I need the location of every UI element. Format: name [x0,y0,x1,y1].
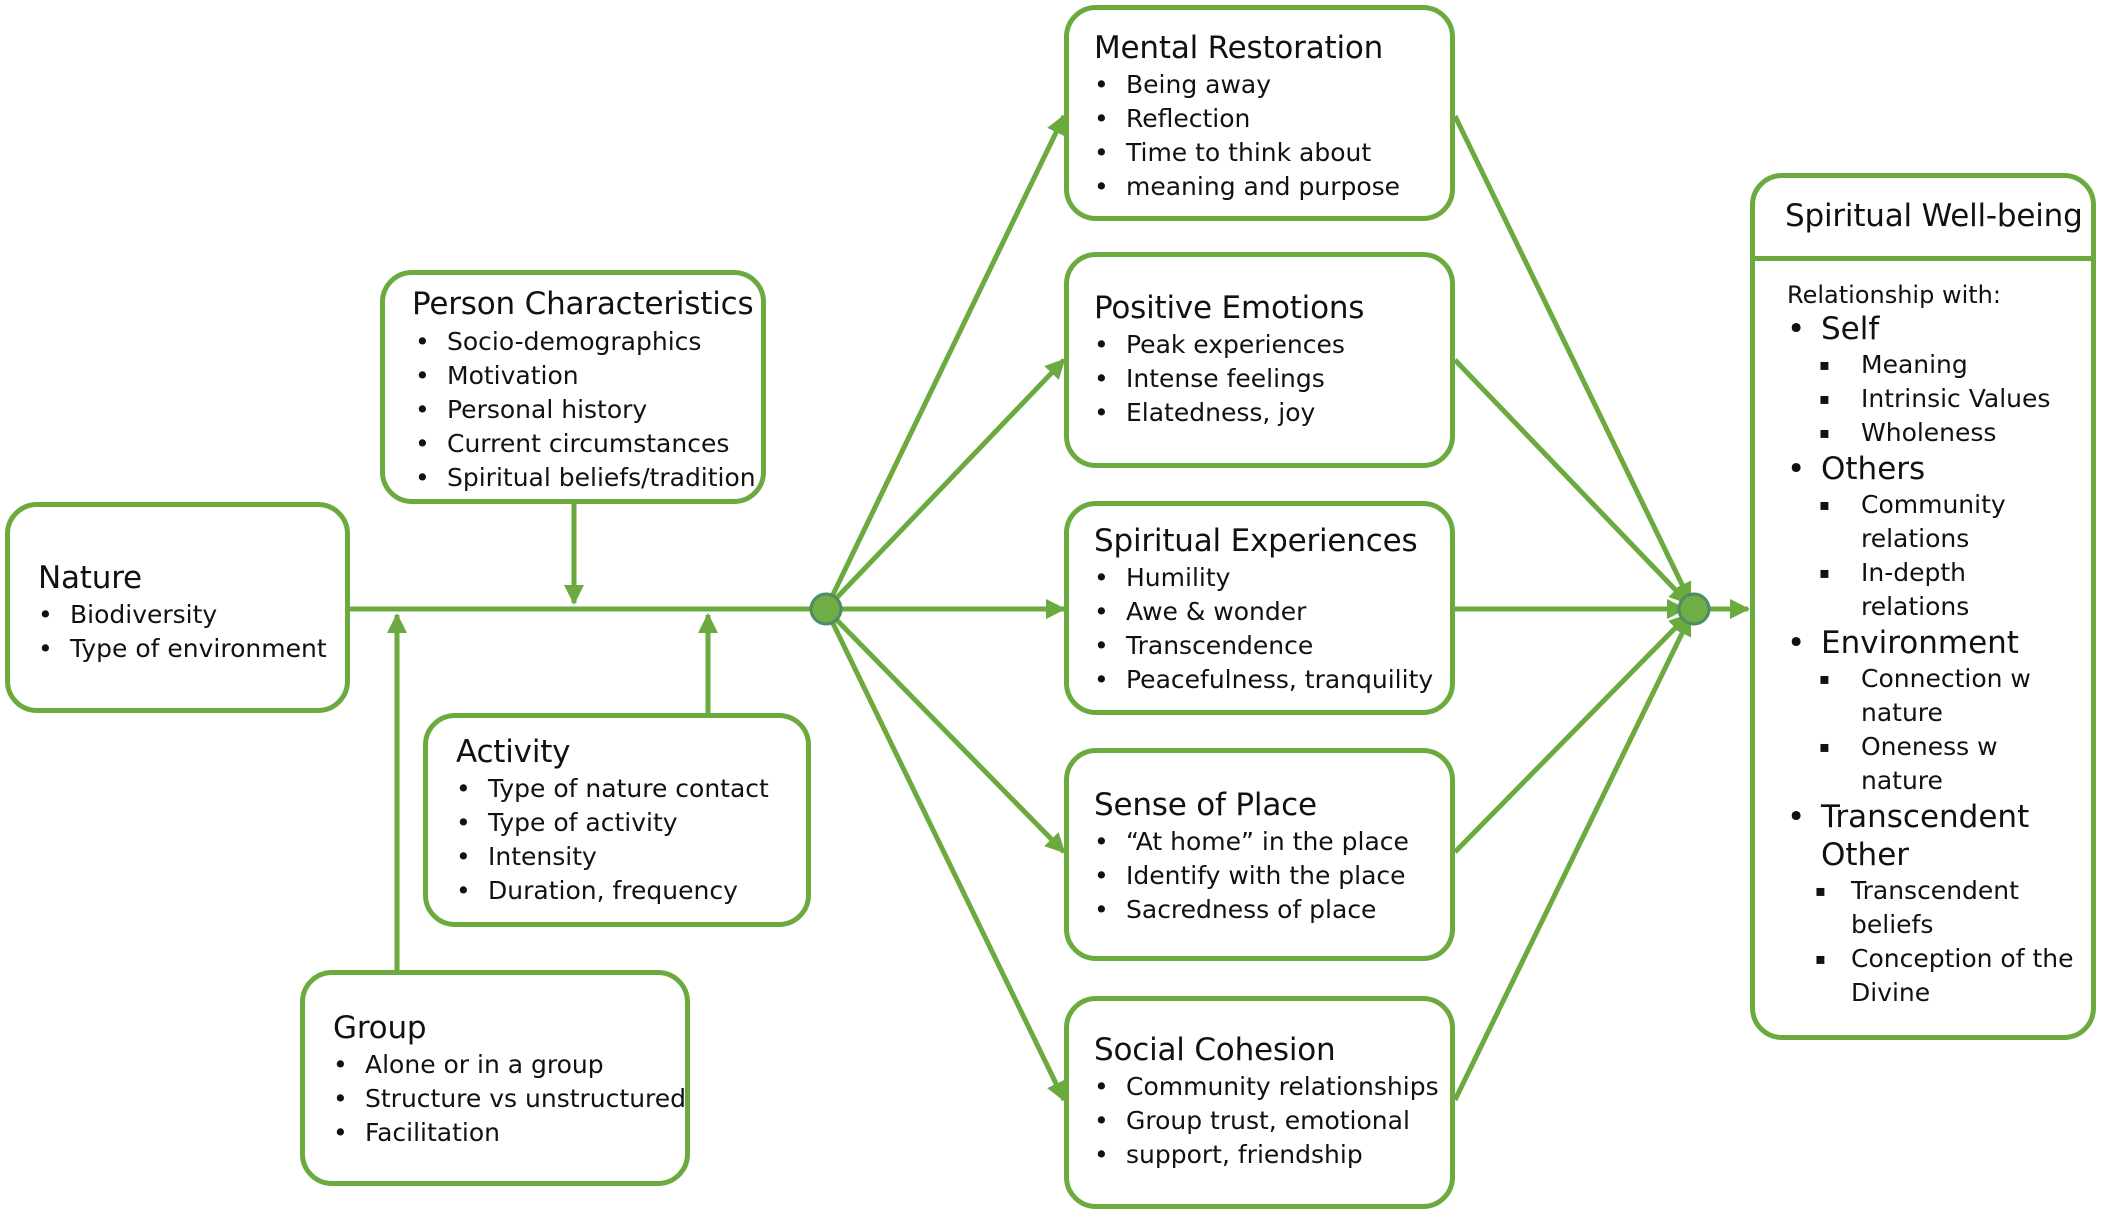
list-item: Reflection [1094,102,1400,136]
swb-categories: Self Meaning Intrinsic Values Wholeness … [1787,310,2074,1010]
social-cohesion-box: Social Cohesion Community relationships … [1064,996,1455,1209]
list-item: Peacefulness, tranquility [1094,663,1433,697]
list-item: Type of environment [38,632,327,666]
category-environment: Environment [1787,624,2074,662]
list-item: Group trust, emotional [1094,1104,1439,1138]
spiritual-experiences-title: Spiritual Experiences [1094,523,1418,559]
subitem-intrinsic-values: Intrinsic Values [1787,382,2074,416]
nature-list: Biodiversity Type of environment [38,598,327,666]
list-item: Intense feelings [1094,362,1345,396]
person-characteristics-title: Person Characteristics [412,286,754,322]
list-item: Transcendence [1094,629,1433,663]
list-item: Identify with the place [1094,859,1409,893]
subitem-in-depth: In-depth [1787,556,2074,590]
list-item: Structure vs unstructured [333,1082,686,1116]
list-item: Community relationships [1094,1070,1439,1104]
hub-to-social-arrow [823,607,1067,1102]
nature-title: Nature [38,560,142,596]
list-item: “At home” in the place [1094,825,1409,859]
social-cohesion-title: Social Cohesion [1094,1032,1336,1068]
hub-to-positive-arrow [824,358,1066,611]
person-characteristics-list: Socio-demographics Motivation Personal h… [415,325,756,495]
hub-to-place-arrow [824,607,1066,854]
sense-of-place-list: “At home” in the place Identify with the… [1094,825,1409,927]
list-item: Facilitation [333,1116,686,1150]
hub-to-mental-arrow [823,114,1067,611]
list-item: Duration, frequency [456,874,769,908]
list-item: Biodiversity [38,598,327,632]
subitem-continuation: nature [1861,766,1943,795]
list-item: Motivation [415,359,756,393]
subitem-continuation: relations [1861,592,1970,621]
group-list: Alone or in a group Structure vs unstruc… [333,1048,686,1150]
activity-title: Activity [456,734,571,770]
spiritual-well-being-title: Spiritual Well-being [1785,198,2083,234]
positive-to-outcome-arrow [1453,358,1690,605]
list-item: Intensity [456,840,769,874]
list-item: Current circumstances [415,427,756,461]
activity-list: Type of nature contact Type of activity … [456,772,769,908]
sense-of-place-title: Sense of Place [1094,787,1317,823]
category-transcendent-line2: Other [1821,837,1910,873]
positive-emotions-list: Peak experiences Intense feelings Elated… [1094,328,1345,430]
list-item: Time to think about [1094,136,1400,170]
subitem-community: Community [1787,488,2074,522]
group-box: Group Alone or in a group Structure vs u… [300,970,690,1186]
list-item: Humility [1094,561,1433,595]
subitem-oneness: Oneness w [1787,730,2074,764]
social-cohesion-list: Community relationships Group trust, emo… [1094,1070,1439,1172]
place-to-outcome-arrow [1453,613,1690,854]
sense-of-place-box: Sense of Place “At home” in the place Id… [1064,748,1455,961]
outcome-hub-node [1677,592,1711,626]
list-item: Peak experiences [1094,328,1345,362]
list-item: Type of nature contact [456,772,769,806]
list-item: Sacredness of place [1094,893,1409,927]
subitem-transcendent-beliefs: Transcendent [1787,874,2074,908]
person-characteristics-box: Person Characteristics Socio-demographic… [380,270,766,504]
list-item: Spiritual beliefs/tradition [415,461,756,495]
subitem-continuation: relations [1861,524,1970,553]
subitem-continuation: nature [1861,698,1943,727]
subitem-continuation: beliefs [1851,910,1934,939]
category-others: Others [1787,450,2074,488]
mental-restoration-list: Being away Reflection Time to think abou… [1094,68,1400,204]
subitem-wholeness: Wholeness [1787,416,2074,450]
mental-restoration-box: Mental Restoration Being away Reflection… [1064,5,1455,221]
list-item: Awe & wonder [1094,595,1433,629]
mental-to-outcome-arrow [1452,114,1693,603]
spiritual-well-being-box: Spiritual Well-being Relationship with: … [1750,173,2096,1040]
social-to-outcome-arrow [1452,615,1693,1102]
list-item: Personal history [415,393,756,427]
list-item: Type of activity [456,806,769,840]
nature-box: Nature Biodiversity Type of environment [5,502,350,713]
subitem-connection: Connection w [1787,662,2074,696]
spiritual-experiences-box: Spiritual Experiences Humility Awe & won… [1064,501,1455,715]
category-self: Self [1787,310,2074,348]
list-item-continuation: meaning and purpose [1094,170,1400,204]
relationship-label: Relationship with: [1787,281,2001,309]
positive-emotions-title: Positive Emotions [1094,290,1365,326]
spiritual-well-being-divider [1755,256,2091,261]
subitem-continuation: Divine [1851,978,1931,1007]
spiritual-experiences-list: Humility Awe & wonder Transcendence Peac… [1094,561,1433,697]
list-item: Elatedness, joy [1094,396,1345,430]
group-title: Group [333,1010,427,1046]
category-transcendent: Transcendent [1787,798,2074,836]
positive-emotions-box: Positive Emotions Peak experiences Inten… [1064,252,1455,468]
mental-restoration-title: Mental Restoration [1094,30,1384,66]
subitem-meaning: Meaning [1787,348,2074,382]
subitem-conception: Conception of the [1787,942,2074,976]
list-item: Socio-demographics [415,325,756,359]
mechanism-hub-node [809,592,843,626]
list-item-continuation: support, friendship [1094,1138,1439,1172]
list-item: Alone or in a group [333,1048,686,1082]
list-item: Being away [1094,68,1400,102]
activity-box: Activity Type of nature contact Type of … [423,713,811,927]
